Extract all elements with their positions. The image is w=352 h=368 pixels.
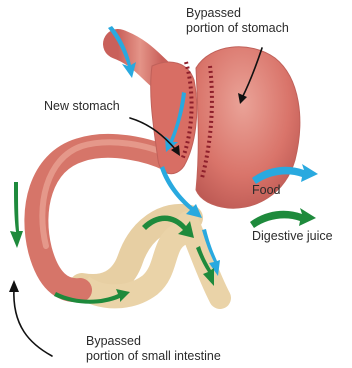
label-bypassed-stomach-line1: Bypassed bbox=[186, 6, 289, 21]
pointer-bypassed-intestine bbox=[14, 288, 52, 356]
label-new-stomach: New stomach bbox=[44, 99, 120, 114]
label-food: Food bbox=[252, 183, 281, 198]
juice-arrow-left bbox=[10, 182, 23, 248]
label-bypassed-stomach-line2: portion of stomach bbox=[186, 21, 289, 36]
label-bypassed-intestine-line1: Bypassed bbox=[86, 334, 221, 349]
label-bypassed-stomach: Bypassed portion of stomach bbox=[186, 6, 289, 36]
label-bypassed-intestine-line2: portion of small intestine bbox=[86, 349, 221, 364]
label-bypassed-intestine: Bypassed portion of small intestine bbox=[86, 334, 221, 364]
pointer-head-intestine bbox=[9, 280, 19, 292]
legend-juice-arrow-icon bbox=[250, 208, 316, 228]
label-digestive-juice: Digestive juice bbox=[252, 229, 333, 244]
